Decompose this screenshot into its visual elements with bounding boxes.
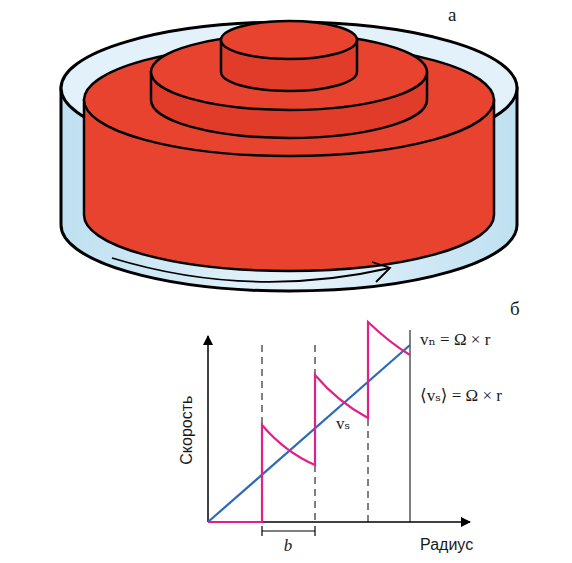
formula-label: vₙ = Ω × r <box>420 330 490 350</box>
rotating-vessel <box>61 22 517 291</box>
dimension-label: b <box>284 536 293 556</box>
formula-label: ⟨vₛ⟩ = Ω × r <box>420 386 502 406</box>
panel-letter: б <box>510 298 520 320</box>
formula-label: vₛ <box>336 414 350 434</box>
panel-letter: а <box>448 4 456 26</box>
superfluid-velocity-curve <box>208 322 410 522</box>
axis-label: Радиус <box>420 536 473 554</box>
rotation-arrow <box>112 258 390 282</box>
period-bracket <box>262 526 315 536</box>
velocity-graph <box>208 322 470 536</box>
normal-velocity-line <box>208 345 410 522</box>
superfluid-layers <box>84 21 494 271</box>
axis-label: Скорость <box>179 395 197 464</box>
